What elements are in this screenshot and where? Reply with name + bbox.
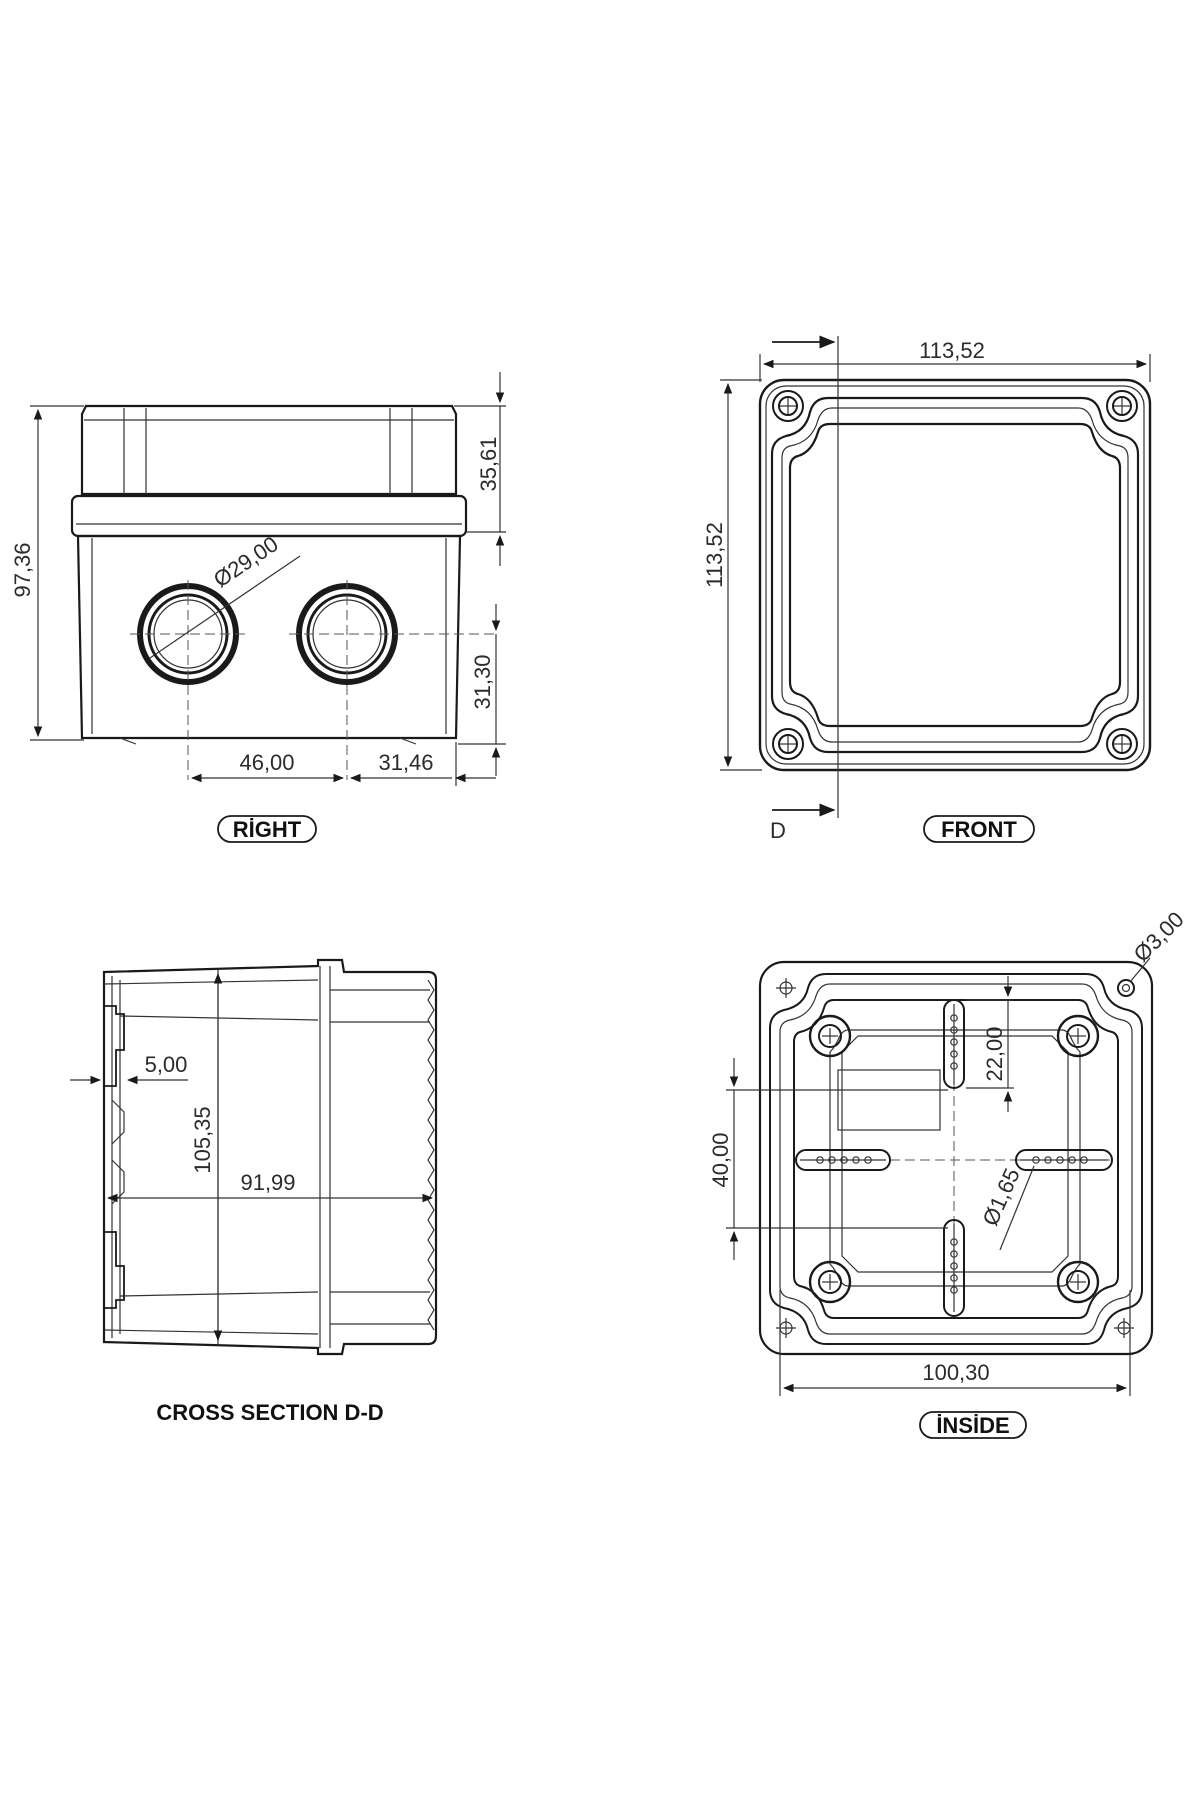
- cross-section-label: CROSS SECTION D-D: [156, 1400, 383, 1425]
- boss-tr: [1056, 1014, 1100, 1058]
- rail-bottom: [943, 1219, 965, 1317]
- dim-section-wall: 5,00: [145, 1052, 188, 1077]
- dim-front-height: 113,52: [702, 522, 727, 588]
- corner-mount-hole-bl: [776, 1318, 796, 1338]
- section-marker-d: D: [770, 818, 786, 843]
- corner-screw-bl: [772, 728, 804, 760]
- dim-right-height: 97,36: [10, 542, 35, 597]
- corner-screw-tl: [772, 390, 804, 422]
- dim-inside-small-hole: Ø1,65: [978, 1164, 1025, 1229]
- dim-right-edge-offset: 31,46: [378, 750, 433, 775]
- boss-bl: [808, 1260, 852, 1304]
- dim-front-width: 113,52: [919, 338, 985, 363]
- dim-right-hole-spacing: 46,00: [239, 750, 294, 775]
- dim-right-hole-diameter: Ø29,00: [209, 531, 283, 592]
- dim-right-lid: 35,61: [476, 436, 501, 491]
- front-view-label: FRONT: [941, 817, 1017, 842]
- front-view: [720, 335, 1152, 843]
- corner-mount-hole-tr: [1117, 979, 1135, 997]
- inside-view: [726, 957, 1154, 1439]
- dim-inside-width: 100,30: [922, 1360, 989, 1385]
- dim-section-height: 105,35: [190, 1106, 215, 1173]
- dim-inside-rail-length: 22,00: [982, 1026, 1007, 1081]
- dim-inside-rail-spacing: 40,00: [708, 1132, 733, 1187]
- corner-screw-tr: [1106, 390, 1138, 422]
- boss-br: [1056, 1260, 1100, 1304]
- corner-screw-br: [1106, 728, 1138, 760]
- right-view: [30, 372, 506, 843]
- dim-right-hole-height: 31,30: [470, 654, 495, 709]
- rail-right: [1015, 1149, 1113, 1171]
- rail-left: [795, 1149, 891, 1171]
- inside-view-label: İNSİDE: [936, 1413, 1009, 1438]
- right-view-label: RİGHT: [233, 817, 302, 842]
- dim-inside-corner-hole: Ø3,00: [1129, 907, 1189, 967]
- dim-section-depth: 91,99: [240, 1170, 295, 1195]
- boss-tl: [808, 1014, 852, 1058]
- cross-section-view: [70, 958, 438, 1356]
- corner-mount-hole-br: [1114, 1318, 1134, 1338]
- rail-top: [943, 999, 965, 1089]
- corner-mount-hole-tl: [776, 978, 796, 998]
